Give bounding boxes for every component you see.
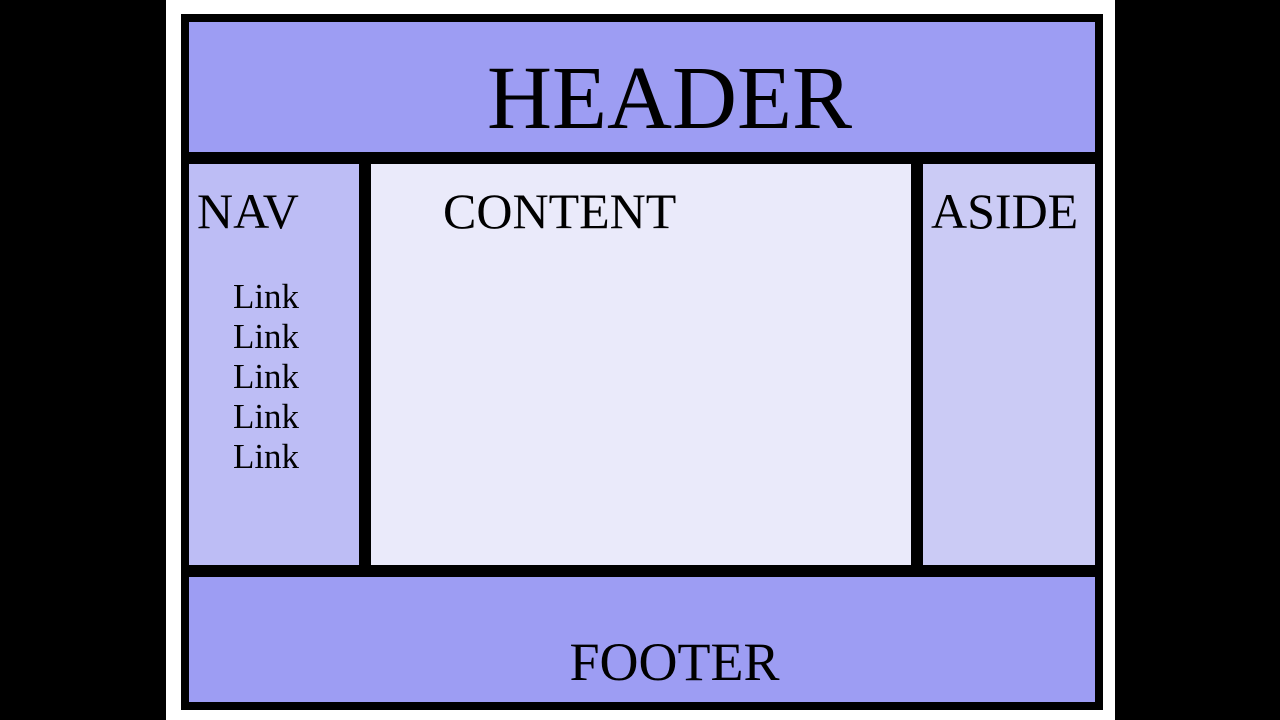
- nav-link-item: Link: [189, 277, 343, 317]
- nav-link-item: Link: [189, 397, 343, 437]
- footer-section: FOOTER: [186, 574, 1098, 705]
- content-title: CONTENT: [443, 183, 677, 239]
- header-section: HEADER: [186, 19, 1098, 155]
- nav-link[interactable]: Link: [232, 437, 300, 476]
- footer-title: FOOTER: [569, 631, 780, 692]
- header-title: HEADER: [487, 48, 852, 148]
- aside-section: ASIDE: [920, 161, 1098, 568]
- aside-title: ASIDE: [931, 183, 1079, 239]
- nav-link-item: Link: [189, 357, 343, 397]
- content-section: CONTENT: [368, 161, 914, 568]
- nav-link[interactable]: Link: [232, 317, 300, 356]
- nav-link[interactable]: Link: [232, 277, 300, 316]
- nav-link-item: Link: [189, 317, 343, 357]
- page: HEADER NAV Link Link Link Link: [166, 0, 1115, 720]
- nav-link[interactable]: Link: [232, 357, 300, 396]
- nav-section: NAV Link Link Link Link Link: [186, 161, 362, 568]
- nav-link[interactable]: Link: [232, 397, 300, 436]
- layout-frame: HEADER NAV Link Link Link Link: [181, 14, 1103, 710]
- nav-link-list: Link Link Link Link Link: [189, 277, 343, 477]
- nav-title: NAV: [197, 183, 299, 239]
- nav-link-item: Link: [189, 437, 343, 477]
